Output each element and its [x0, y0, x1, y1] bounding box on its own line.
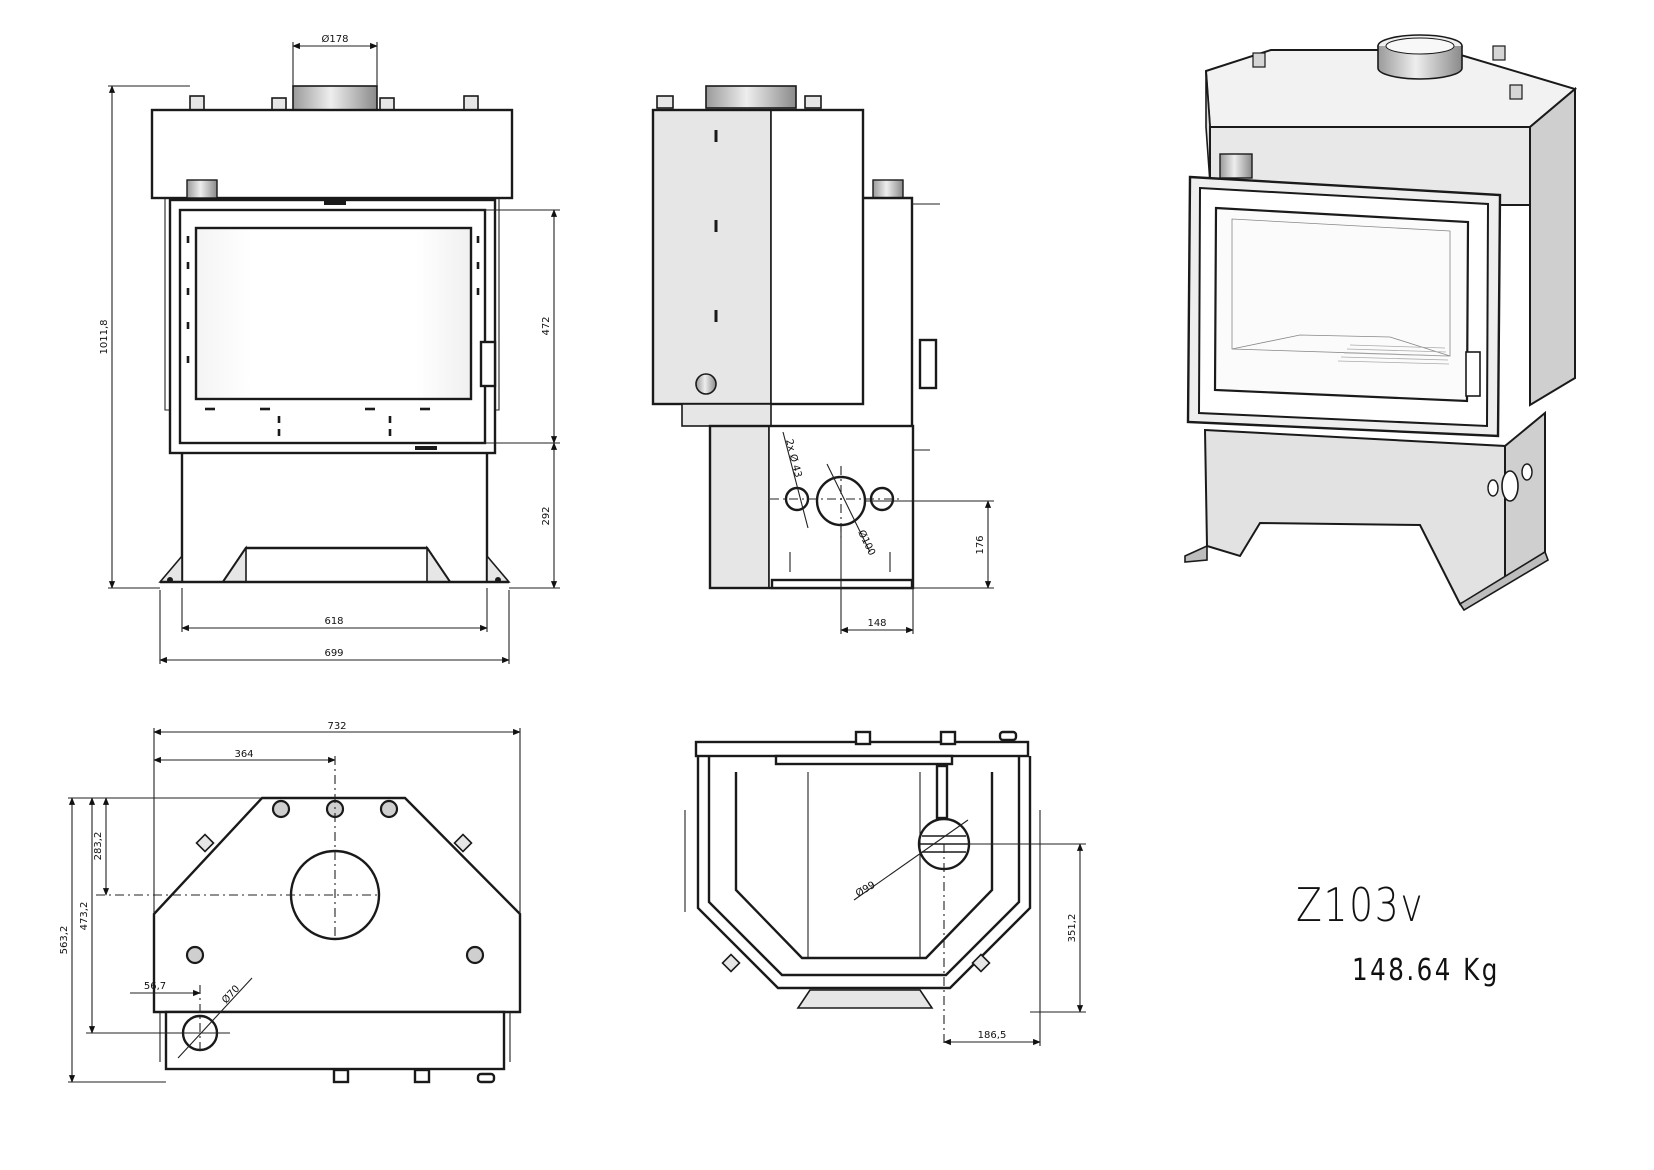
iso-door-glass — [1213, 206, 1470, 403]
dim-flue-depth: 283,2 — [93, 832, 104, 861]
bottom-dimensions: Ø99 351,2 186,5 — [854, 819, 1086, 1046]
dim-inlet-diameter-top: Ø70 — [219, 983, 242, 1006]
front-dimensions: Ø178 1011,8 472 292 618 699 — [99, 33, 560, 664]
side-view — [651, 85, 940, 590]
door-glass-front — [194, 226, 473, 401]
top-dimensions: 732 364 283,2 473,2 563,2 56,7 Ø70 — [59, 721, 521, 1083]
dim-mid-depth: 473,2 — [79, 902, 90, 931]
dim-inlet-offset-bottom: 186,5 — [978, 1030, 1007, 1041]
dim-inlet-depth-bottom: 351,2 — [1067, 914, 1078, 943]
dim-inlet-height: 176 — [975, 535, 986, 554]
bottom-outline — [696, 756, 1032, 990]
base-front — [180, 453, 489, 582]
dim-base-height: 292 — [541, 506, 552, 525]
dim-total-width: 732 — [327, 721, 346, 732]
dim-flue-diameter: Ø178 — [322, 33, 349, 45]
flue-collar-front — [292, 85, 378, 111]
side-base-shade — [709, 425, 770, 589]
dim-inlet-offset-top: 56,7 — [144, 981, 166, 992]
iso-base — [1203, 428, 1506, 606]
dim-inlet-offset: 148 — [867, 618, 886, 629]
model-weight: 148.64 Kg — [1352, 953, 1500, 988]
dim-inlet-diameter-bottom: Ø99 — [854, 879, 878, 900]
top-view — [152, 796, 522, 1084]
door-handle-front — [479, 340, 497, 388]
front-view — [150, 85, 514, 584]
bottom-view — [684, 730, 1041, 1009]
dim-glass-height: 472 — [541, 316, 552, 335]
dim-flue-offset: 364 — [234, 749, 253, 760]
dim-total-height: 1011,8 — [99, 320, 110, 355]
top-outline — [152, 796, 522, 1014]
dim-outer-width: 699 — [324, 648, 343, 659]
dim-inner-width: 618 — [324, 616, 343, 627]
dim-total-depth: 563,2 — [59, 926, 70, 955]
side-body-shade — [652, 109, 772, 405]
isometric-view — [1184, 34, 1578, 612]
model-title: Z103v — [1296, 878, 1425, 932]
